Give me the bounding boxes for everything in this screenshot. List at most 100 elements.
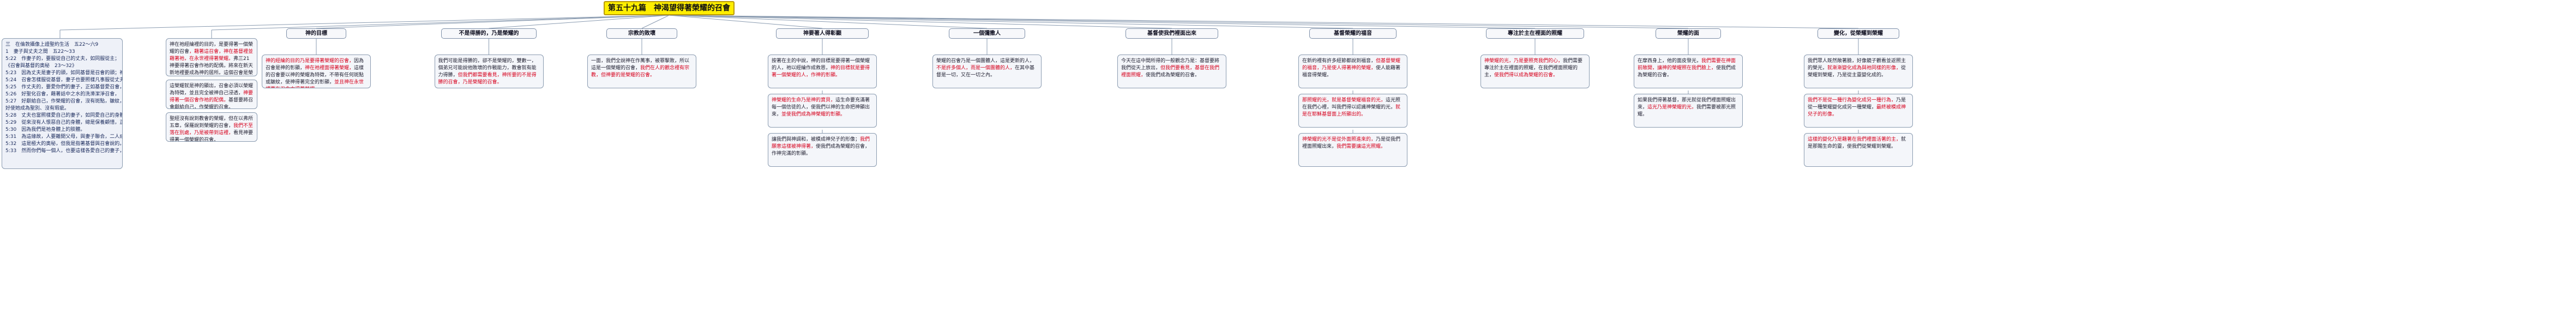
connector — [669, 15, 1353, 29]
note-text: 我們不至落在別處，乃是被帶到這裡， — [170, 123, 254, 136]
note-text: 今天在這中間所得的一般觀念乃是：基督要將我們從天上放出， — [1121, 58, 1220, 71]
connector — [669, 15, 1536, 29]
connector — [316, 15, 670, 29]
scripture-line: 1 妻子與丈夫之間 五22～33 — [5, 49, 75, 55]
scripture-line: 5:32 這是極大的奧秘，但我是指著基督與召會說的。 — [5, 141, 123, 147]
note-text: 使我們成為榮耀的召會。 — [1638, 65, 1736, 78]
note-text: 如果我們得著基督，那光就從我們裡面照耀出來， — [1638, 98, 1736, 110]
note-text: 這生命要充滿著每一個信徒的人，使我們以神的生命把神顯出來， — [772, 98, 870, 117]
branch-topic: 不是得勝的，乃是榮耀的 — [441, 28, 537, 39]
note-text: 神榮耀的生命乃是神的寶貝， — [772, 98, 836, 103]
branch-note: 這樣的變化乃是藉著在我們裡面活著的主，就是那賜生命的靈，使我們從榮耀到榮耀。 — [1804, 133, 1913, 167]
note-text: 我們眾人既然敞著臉，好像鏡子觀看並返照主的榮光， — [1808, 58, 1906, 71]
note-text: 最終被模成神兒子的形像。 — [1808, 105, 1906, 117]
scripture-line: 5:25 作丈夫的，要愛你們的妻子，正如基督愛召會，為召會捨了自己， — [5, 84, 123, 90]
branch-note: 在摩西身上，他的面皮發光，我們需要在神面前敞開，讓神的榮耀照在我們臉上，使我們成… — [1634, 55, 1743, 88]
scripture-line: 5:31 為這緣故，人要離開父母，與妻子聯合，二人成為一體。 — [5, 134, 122, 140]
note-text: 使人能藉著福音得榮耀。 — [1302, 65, 1401, 78]
scripture-line: 5:23 因為丈夫是妻子的頭，如同基督是召會的頭；祂自己乃是身體的救主。 — [5, 70, 122, 76]
note-text: 在摩西身上，他的面皮發光， — [1638, 58, 1702, 64]
intro-note-3: 聖經沒有說到教會的榮耀，但在以弗所五章，保羅說到榮耀的召會，我們不至落在別處，乃… — [166, 112, 257, 142]
note-text: 基督要將召會獻給自己，作榮耀的召會。 — [170, 98, 254, 109]
intro-note-1: 神在祂經綸裡的目的，是要得著一個榮耀的召會，藉著這召會，神在基督裡並藉著祂，在永… — [166, 38, 257, 76]
note-text: 乃是從一種榮耀變化成另一種榮耀， — [1808, 98, 1906, 110]
branch-note: 神榮耀的生命乃是神的寶貝，這生命要充滿著每一個信徒的人，使我們以神的生命把神顯出… — [768, 94, 877, 128]
connector — [489, 15, 670, 29]
note-text: 這榮耀就是神的顯出，召會必須以榮耀為特徵，並且完全被神自己浸透， — [170, 83, 254, 96]
note-text: 榮耀的召會乃是一個團體人，這是更新的人， — [936, 58, 1035, 64]
note-text: 乃是從我們裡面照耀出來， — [1302, 137, 1401, 149]
note-text: 我們不是從一種行為變化成另一種行為， — [1808, 98, 1897, 103]
branch-note: 我們不是從一種行為變化成另一種行為，乃是從一種榮耀變化成另一種榮耀，最終被模成神… — [1804, 94, 1913, 128]
note-text: 就漸漸變化成為與祂同樣的形像， — [1827, 65, 1901, 71]
note-text: 我們在人的觀念裡有宗教，但神要的是榮耀的召會。 — [591, 65, 690, 78]
connector — [59, 15, 670, 31]
note-text: 我們需要被那光照耀。 — [1638, 105, 1736, 117]
branch-note: 榮耀的召會乃是一個團體人，這是更新的人，不是許多個人，而是一個團體的人，在其中基… — [932, 55, 1042, 88]
branch-topic: 一個彌撒人 — [949, 28, 1025, 39]
connector — [669, 15, 1859, 29]
note-text: 我們需要專注於主在裡面的照耀，在我們裡面照耀的主， — [1484, 58, 1583, 78]
scripture-line: 好使她成為聖別、沒有瑕疵。 — [5, 106, 70, 111]
scripture-line: 5:27 好獻給自己，作榮耀的召會，沒有斑點，皺紋，或任何這類的病， — [5, 99, 123, 104]
scripture-line: 5:26 好聖化召會，藉著話中之水的洗滌潔淨召會， — [5, 92, 120, 97]
note-text: 就是那賜生命的靈，使我們從榮耀到榮耀。 — [1808, 137, 1906, 149]
note-text: 就是在耶穌基督面上所顯出的。 — [1302, 105, 1401, 117]
note-text: 神的目標就是要得著一個榮耀的人，作神的彰顯。 — [772, 65, 870, 78]
branch-topic: 專注於主在裡面的照耀 — [1486, 28, 1584, 39]
scripture-line: 5:28 丈夫也當照樣愛自己的妻子，如同愛自己的身體；愛自己妻子的，便是愛自己了… — [5, 113, 122, 118]
scripture-line: 5:30 因為我們是祂身體上的肢體。 — [5, 127, 86, 132]
note-text: ，藉著這召會，神在基督裡並藉著祂，在永世裡得著榮耀。 — [170, 49, 254, 62]
note-text: 神要得著一個召會作祂的配偶， — [170, 90, 254, 103]
branch-note: 神的經綸的目的乃是要得著榮耀的召會，因為召會是神的彰顯，神在祂裡面得著榮耀，這樣… — [262, 55, 371, 88]
branch-note: 那照耀的光，就是基督榮耀福音的光，這光照在我們心裡，叫我們得以認識神榮耀的光，就… — [1298, 94, 1407, 128]
branch-topic: 變化，從榮耀到榮耀 — [1817, 28, 1899, 39]
note-text: 這光乃是神榮耀的光， — [1647, 105, 1697, 110]
branch-note: 讓我們與神調和，被模成神兒子的形像；我們願意這樣被神得著，使我們成為榮耀的召會，… — [768, 133, 877, 167]
connector — [669, 15, 1172, 29]
scripture-line: 《召會與基督的奧秘 23～32》 — [5, 63, 77, 69]
note-text: 神榮耀的光不是從外面照進來的， — [1302, 137, 1376, 142]
note-text: 我們需要讓這光照耀。 — [1337, 144, 1386, 149]
note-text: 並且神在永世裡要在召會中得著榮耀。 — [266, 80, 364, 88]
note-text: 這樣的變化乃是藉著在我們裡面活著的主， — [1808, 137, 1901, 142]
connector — [211, 15, 670, 31]
note-text: 我們需要在神面前敞開，讓神的榮耀照在我們臉上， — [1638, 58, 1736, 71]
note-text: 神在祂經綸裡的目的，是要得著一個榮耀的召會 — [170, 42, 254, 55]
branch-note: 神榮耀的光，乃是要照亮我們的心，我們需要專注於主在裡面的照耀，在我們裡面照耀的主… — [1480, 55, 1590, 88]
branch-topic: 榮耀的面 — [1656, 28, 1721, 39]
note-text: 讓我們與神調和，被模成神兒子的形像； — [772, 137, 860, 142]
connector — [669, 15, 823, 29]
root-title: 第五十九篇 神渴望得著榮耀的召會 — [604, 1, 735, 15]
scripture-line: 5:29 從來沒有人恨惡自己的身體，總是保養顧惜，正像基督待召會一樣， — [5, 120, 122, 125]
note-text: 看見神要得著一個榮耀的召會。 — [170, 130, 254, 142]
scripture-line: 5:24 召會怎樣服從基督，妻子也要照樣凡事服從丈夫。 — [5, 77, 123, 83]
note-text: 不是許多個人，而是一個團體的人， — [936, 65, 1015, 71]
note-text: 按著在主的中說，神的目標是要得著一個榮耀的人，祂以經綸作成救恩， — [772, 58, 870, 71]
note-text: 在新約裡有許多經節都說到福音， — [1302, 58, 1376, 64]
note-text: 因為召會是神的彰顯， — [266, 58, 364, 71]
scripture-line: 5:22 作妻子的，要服從自己的丈夫，如同服從主； — [5, 56, 120, 62]
branch-topic: 基督榮耀的福音 — [1309, 28, 1397, 39]
note-text: 在其中基督是一切，又在一切之內。 — [936, 65, 1035, 78]
connector — [641, 15, 670, 29]
intro-note-2: 這榮耀就是神的顯出，召會必須以榮耀為特徵，並且完全被神自己浸透，神要得著一個召會… — [166, 80, 257, 109]
branch-note: 我們可能是得勝的，卻不是榮耀的，雙數一，個弟兄可能說他敗壞的作戰能力，教會就有能… — [434, 55, 544, 88]
branch-note: 如果我們得著基督，那光就從我們裡面照耀出來，這光乃是神榮耀的光，我們需要被那光照… — [1634, 94, 1743, 128]
branch-topic: 宗教的敗壞 — [606, 28, 677, 39]
note-text: 但我們都需要看見，神所要的不是得勝的召會，乃是榮耀的召會。 — [438, 73, 537, 85]
note-text: 並使我們成為神榮耀的彰顯。 — [781, 112, 846, 117]
branch-topic: 神要著人得彰顯 — [776, 28, 869, 39]
note-text: 從榮耀到榮耀，乃是從主靈變化成的。 — [1808, 65, 1906, 78]
scripture-line: 5:33 然而你們每一個人，也要這樣各愛自己的妻子，如同愛自己一樣；妻子也要敬重… — [5, 148, 122, 154]
branch-note: 神榮耀的光不是從外面照進來的，乃是從我們裡面照耀出來，我們需要讓這光照耀。 — [1298, 133, 1407, 167]
branch-note: 在新約裡有許多經節都說到福音，但基督榮耀的福音，乃是使人得著神的榮耀，使人能藉著… — [1298, 55, 1407, 88]
note-text: 但我們要看見，基督在我們裡面照耀， — [1121, 65, 1220, 78]
note-text: 這樣的召會要以神的榮耀為特徵，不帶有任何斑點或皺紋，使神得著完全的彰顯， — [266, 65, 364, 85]
note-text: 但基督榮耀的福音，乃是使人得著神的榮耀， — [1302, 58, 1401, 71]
note-text: 神在祂裡面得著榮耀， — [305, 65, 354, 71]
note-text: 那照耀的光，就是基督榮耀福音的光， — [1302, 98, 1386, 103]
note-text: 我們可能是得勝的，卻不是榮耀的，雙數一，個弟兄可能說他敗壞的作戰能力，教會就有能… — [438, 58, 537, 78]
note-text: 這光照在我們心裡，叫我們得以認識神榮耀的光， — [1302, 98, 1401, 110]
branch-topic: 基督使我們裡面出來 — [1126, 28, 1218, 39]
